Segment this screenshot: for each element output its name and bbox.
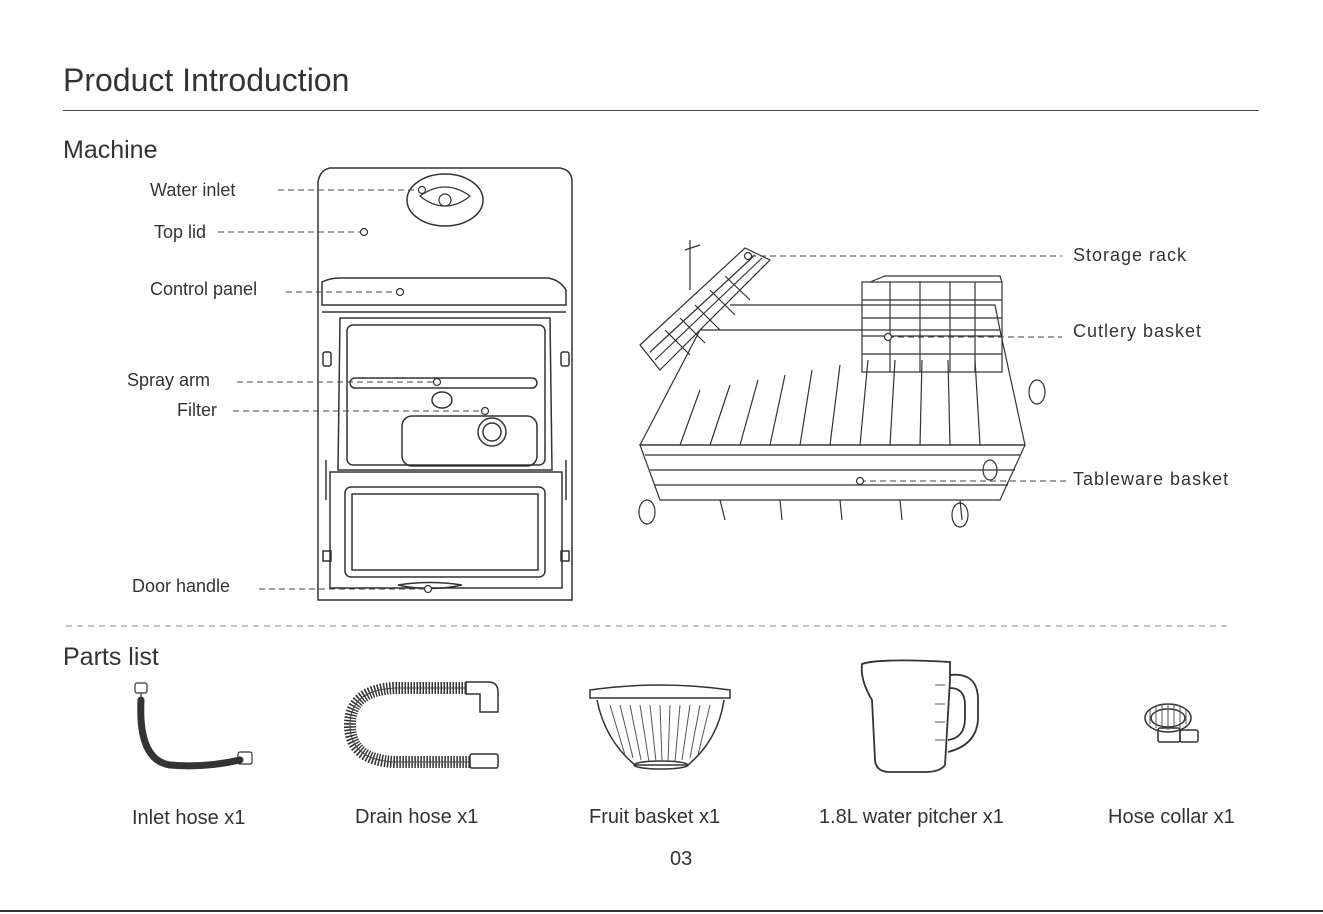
part-label-water-pitcher: 1.8L water pitcher x1 <box>819 806 1004 829</box>
page-number: 03 <box>670 848 692 871</box>
bottom-border <box>0 910 1323 912</box>
part-label-fruit-basket: Fruit basket x1 <box>589 806 720 829</box>
part-label-inlet-hose: Inlet hose x1 <box>132 807 245 830</box>
part-label-drain-hose: Drain hose x1 <box>355 806 478 829</box>
part-label-hose-collar: Hose collar x1 <box>1108 806 1235 829</box>
